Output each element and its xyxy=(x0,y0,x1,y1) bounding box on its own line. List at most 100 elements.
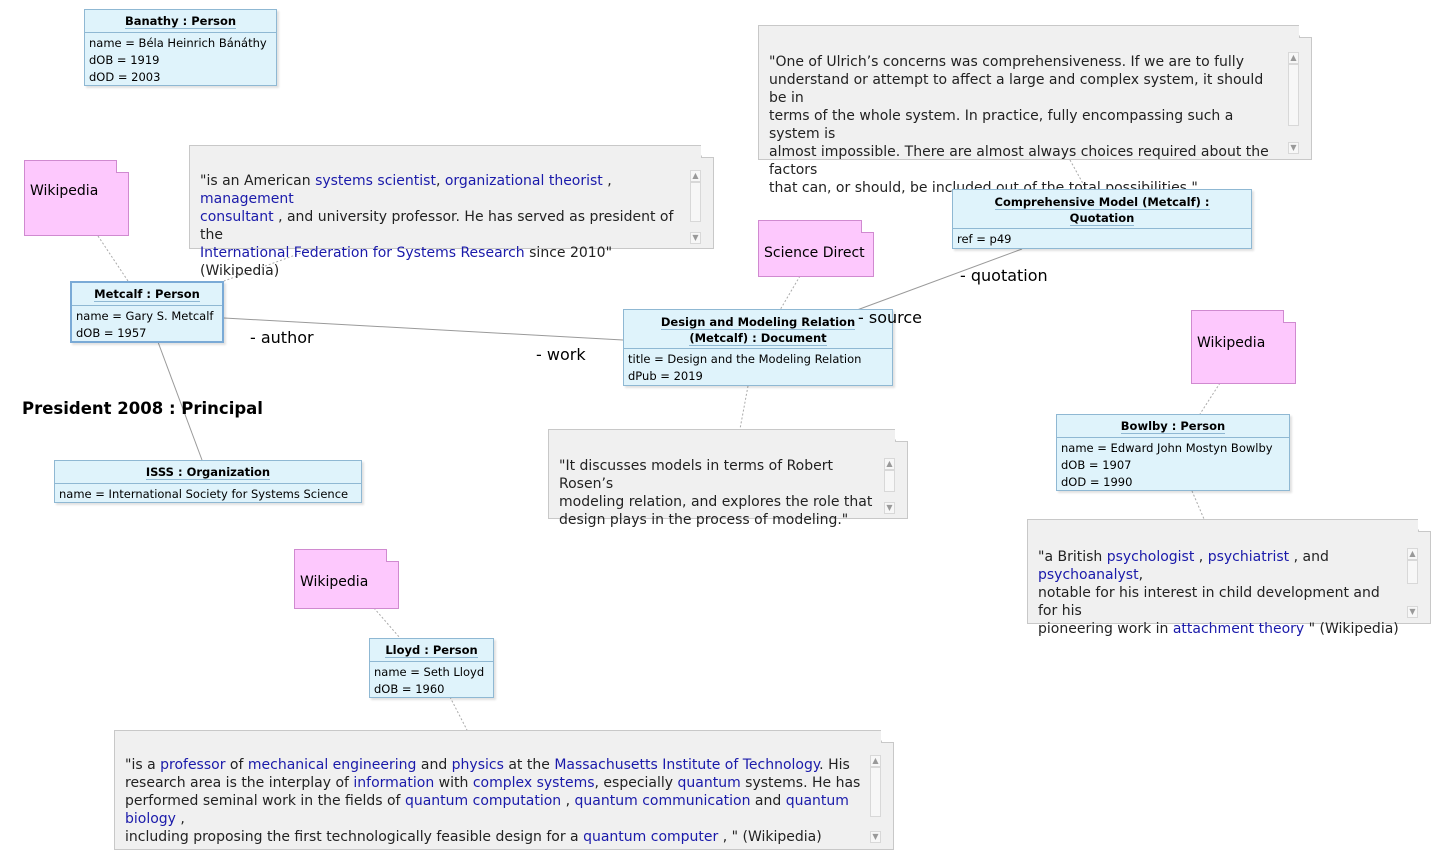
psychologist-link[interactable]: psychologist xyxy=(1106,549,1195,565)
mit-link[interactable]: Massachusetts Institute of Technology xyxy=(554,757,820,773)
bowlby-quote-note[interactable]: "a British psychologist , psychiatrist ,… xyxy=(1027,518,1431,637)
object-attributes: title = Design and the Modeling Relation… xyxy=(624,349,892,388)
note-scrollbar[interactable] xyxy=(690,182,701,222)
physics-link[interactable]: physics xyxy=(451,757,504,773)
systems-scientist-link[interactable]: systems scientist xyxy=(315,173,436,189)
source-label: Wikipedia xyxy=(300,574,369,590)
lloyd-quote-note[interactable]: "is a professor of mechanical engineerin… xyxy=(114,729,894,850)
professor-link[interactable]: professor xyxy=(160,757,226,773)
note-line: design plays in the process of modeling.… xyxy=(559,512,849,528)
quotation-object[interactable]: Comprehensive Model (Metcalf) : Quotatio… xyxy=(952,189,1252,249)
note-scrollbar[interactable] xyxy=(1407,560,1418,584)
text-run: and xyxy=(416,757,452,773)
work-role-label: - work xyxy=(536,345,586,364)
metcalf-wikipedia-source-note[interactable]: Wikipedia xyxy=(24,160,129,236)
ifsr-link[interactable]: International Federation for Systems Res… xyxy=(200,245,525,261)
organizational-theorist-link[interactable]: organizational theorist xyxy=(444,173,603,189)
information-link[interactable]: information xyxy=(353,775,435,791)
attribute: dOD = 1990 xyxy=(1061,475,1133,489)
note-line: terms of the whole system. In practice, … xyxy=(769,108,1234,142)
attribute: dPub = 2019 xyxy=(628,369,703,383)
mechanical-engineering-link[interactable]: mechanical engineering xyxy=(247,757,417,773)
note-line: understand or attempt to affect a large … xyxy=(769,72,1264,106)
object-attributes: name = International Society for Systems… xyxy=(55,484,361,506)
scroll-down-icon[interactable]: ▼ xyxy=(1407,606,1418,618)
attribute: name = Seth Lloyd xyxy=(374,665,485,679)
quantum-computer-link[interactable]: quantum computer xyxy=(583,829,719,845)
text-run: including proposing the first technologi… xyxy=(125,829,584,845)
document-note-anchor xyxy=(739,385,749,430)
document-object[interactable]: Design and Modeling Relation (Metcalf) :… xyxy=(623,309,893,386)
scroll-up-icon[interactable]: ▲ xyxy=(884,458,895,470)
object-header: Bowlby : Person xyxy=(1057,415,1289,438)
metcalf-wiki-anchor xyxy=(97,235,129,282)
note-line: pioneering work in attachment theory " (… xyxy=(1038,620,1402,638)
scroll-down-icon[interactable]: ▼ xyxy=(690,232,701,244)
management-consultant-link[interactable]: management xyxy=(200,191,294,207)
text-run: , and xyxy=(1289,549,1329,565)
attachment-theory-link[interactable]: attachment theory xyxy=(1172,621,1305,637)
note-text: "is a professor of mechanical engineerin… xyxy=(125,756,865,846)
note-line: research area is the interplay of inform… xyxy=(125,774,865,792)
object-header: Metcalf : Person xyxy=(72,283,222,306)
text-run: at the xyxy=(503,757,555,773)
bowlby-note-anchor xyxy=(1191,490,1205,520)
text-run: , xyxy=(561,793,575,809)
note-scrollbar[interactable] xyxy=(870,767,881,817)
bowlby-wiki-anchor xyxy=(1199,382,1221,415)
header-line: Design and Modeling Relation xyxy=(660,315,856,330)
object-attributes: ref = p49 xyxy=(953,229,1251,251)
metcalf-person-object[interactable]: Metcalf : Person name = Gary S. Metcalf … xyxy=(70,281,224,343)
note-line: "is an American systems scientist, organ… xyxy=(200,172,685,208)
attribute: ref = p49 xyxy=(957,232,1012,246)
note-fold-corner xyxy=(386,549,399,562)
note-fold-corner xyxy=(116,160,129,173)
quantum-link[interactable]: quantum xyxy=(677,775,741,791)
text-run: , xyxy=(1194,549,1208,565)
object-attributes: name = Seth Lloyd dOB = 1960 xyxy=(370,662,493,701)
lloyd-person-object[interactable]: Lloyd : Person name = Seth Lloyd dOB = 1… xyxy=(369,638,494,698)
banathy-person-object[interactable]: Banathy : Person name = Béla Heinrich Bá… xyxy=(84,9,277,86)
lloyd-wikipedia-source-note[interactable]: Wikipedia xyxy=(294,549,399,609)
bowlby-wikipedia-source-note[interactable]: Wikipedia xyxy=(1191,310,1296,384)
scroll-up-icon[interactable]: ▲ xyxy=(1288,52,1299,64)
management-consultant-link-cont[interactable]: consultant xyxy=(200,209,274,225)
quantum-communication-link[interactable]: quantum communication xyxy=(574,793,751,809)
attribute: name = International Society for Systems… xyxy=(59,487,349,501)
scroll-up-icon[interactable]: ▲ xyxy=(1407,548,1418,560)
text-run: "is a xyxy=(125,757,161,773)
quantum-computation-link[interactable]: quantum computation xyxy=(404,793,562,809)
psychiatrist-link[interactable]: psychiatrist xyxy=(1207,549,1290,565)
attribute: dOB = 1919 xyxy=(89,53,160,67)
text-run: and xyxy=(750,793,786,809)
science-direct-source-note[interactable]: Science Direct xyxy=(758,220,874,277)
note-line: "a British psychologist , psychiatrist ,… xyxy=(1038,548,1402,584)
note-fold-corner xyxy=(881,729,894,743)
complex-systems-link[interactable]: complex systems xyxy=(472,775,595,791)
note-text: "It discusses models in terms of Robert … xyxy=(559,457,879,529)
bowlby-person-object[interactable]: Bowlby : Person name = Edward John Mosty… xyxy=(1056,414,1290,491)
note-line: consultant , and university professor. H… xyxy=(200,208,685,244)
note-scrollbar[interactable] xyxy=(884,470,895,492)
text-run: since 2010" (Wikipedia) xyxy=(200,245,613,279)
scroll-down-icon[interactable]: ▼ xyxy=(884,502,895,514)
isss-organization-object[interactable]: ISSS : Organization name = International… xyxy=(54,460,362,503)
text-run: systems. He has xyxy=(740,775,861,791)
quantum-biology-link[interactable]: quantum biology xyxy=(125,793,849,827)
scroll-down-icon[interactable]: ▼ xyxy=(1288,142,1299,154)
note-line: "is a professor of mechanical engineerin… xyxy=(125,756,865,774)
text-run: , xyxy=(175,811,185,827)
ulrich-quote-note[interactable]: "One of Ulrich’s concerns was comprehens… xyxy=(758,24,1312,196)
scroll-up-icon[interactable]: ▲ xyxy=(870,755,881,767)
psychoanalyst-link[interactable]: psychoanalyst xyxy=(1038,567,1139,583)
note-fold-corner xyxy=(1283,310,1296,323)
scroll-down-icon[interactable]: ▼ xyxy=(870,831,881,843)
document-quote-note[interactable]: "It discusses models in terms of Robert … xyxy=(548,428,908,528)
scroll-up-icon[interactable]: ▲ xyxy=(690,170,701,182)
metcalf-quote-note[interactable]: "is an American systems scientist, organ… xyxy=(189,144,714,279)
principal-link-label: President 2008 : Principal xyxy=(22,399,263,418)
note-line: notable for his interest in child develo… xyxy=(1038,585,1380,619)
object-attributes: name = Gary S. Metcalf dOB = 1957 xyxy=(72,306,222,345)
lloyd-wiki-anchor xyxy=(373,607,401,639)
note-scrollbar[interactable] xyxy=(1288,64,1299,126)
